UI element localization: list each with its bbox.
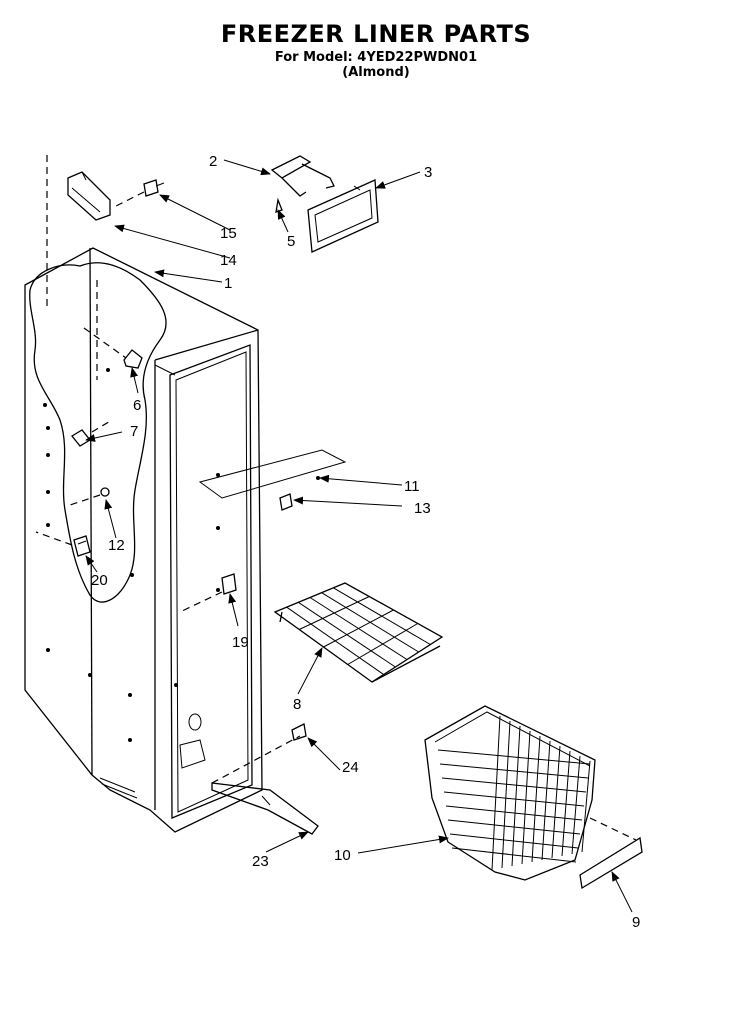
part-2-bracket [270, 155, 335, 213]
part-9-trim [579, 817, 643, 890]
part-10-basket [424, 705, 596, 881]
wire-line [299, 596, 370, 630]
wire-line [447, 819, 581, 835]
part-6-clip [83, 327, 143, 369]
callout-9: 9 [632, 914, 640, 931]
wire-line [445, 805, 583, 821]
freezer-liner [24, 247, 263, 833]
mounting-plate [198, 449, 347, 511]
part-15-screw [111, 179, 165, 209]
part-24-screw [291, 723, 307, 741]
callout-14: 14 [220, 252, 237, 269]
wire-line [437, 749, 591, 765]
part-19-fitting [179, 573, 237, 613]
part-23-rail [211, 735, 319, 835]
part-12-screw [69, 487, 110, 506]
wire-line [347, 623, 419, 665]
callout-labels: 2 3 5 15 14 1 6 7 11 13 12 20 19 8 24 23… [91, 153, 640, 931]
part-7-clip [71, 419, 113, 447]
wire-line [521, 730, 531, 865]
wire-line [451, 847, 577, 863]
wire-line [511, 725, 521, 867]
wire-line [441, 777, 587, 793]
callout-5: 5 [287, 233, 295, 250]
callout-11: 11 [404, 478, 420, 495]
callout-10: 10 [334, 847, 351, 864]
callout-7: 7 [130, 423, 138, 440]
callout-13: 13 [414, 500, 431, 517]
model-number: For Model: 4YED22PWDN01 [274, 50, 478, 65]
callout-1: 1 [224, 275, 232, 292]
callout-15: 15 [220, 225, 237, 242]
wire-line [449, 833, 579, 849]
wire-line [531, 735, 541, 863]
callout-19: 19 [232, 634, 249, 651]
wire-line [581, 760, 591, 853]
callout-23: 23 [252, 853, 269, 870]
callout-20: 20 [91, 572, 108, 589]
wire-line [323, 609, 394, 648]
callout-2: 2 [209, 153, 217, 170]
part-20-block [35, 531, 91, 557]
callout-3: 3 [424, 164, 432, 181]
model-color: (Almond) [342, 65, 410, 80]
callout-leaders [85, 159, 633, 913]
wire-line [491, 715, 501, 871]
wire-line [541, 740, 551, 861]
part-8-wire-shelf [273, 582, 444, 683]
wire-line [501, 720, 511, 869]
diagram-title: FREEZER LINER PARTS [220, 20, 532, 48]
callout-24: 24 [342, 759, 359, 776]
wire-line [443, 791, 585, 807]
callout-12: 12 [108, 537, 125, 554]
callout-8: 8 [293, 696, 301, 713]
part-3-cover [307, 179, 379, 253]
wire-line [561, 750, 571, 857]
wire-line [439, 763, 589, 779]
callout-6: 6 [133, 397, 141, 414]
wire-line [551, 745, 561, 859]
part-14-bracket [67, 171, 111, 221]
